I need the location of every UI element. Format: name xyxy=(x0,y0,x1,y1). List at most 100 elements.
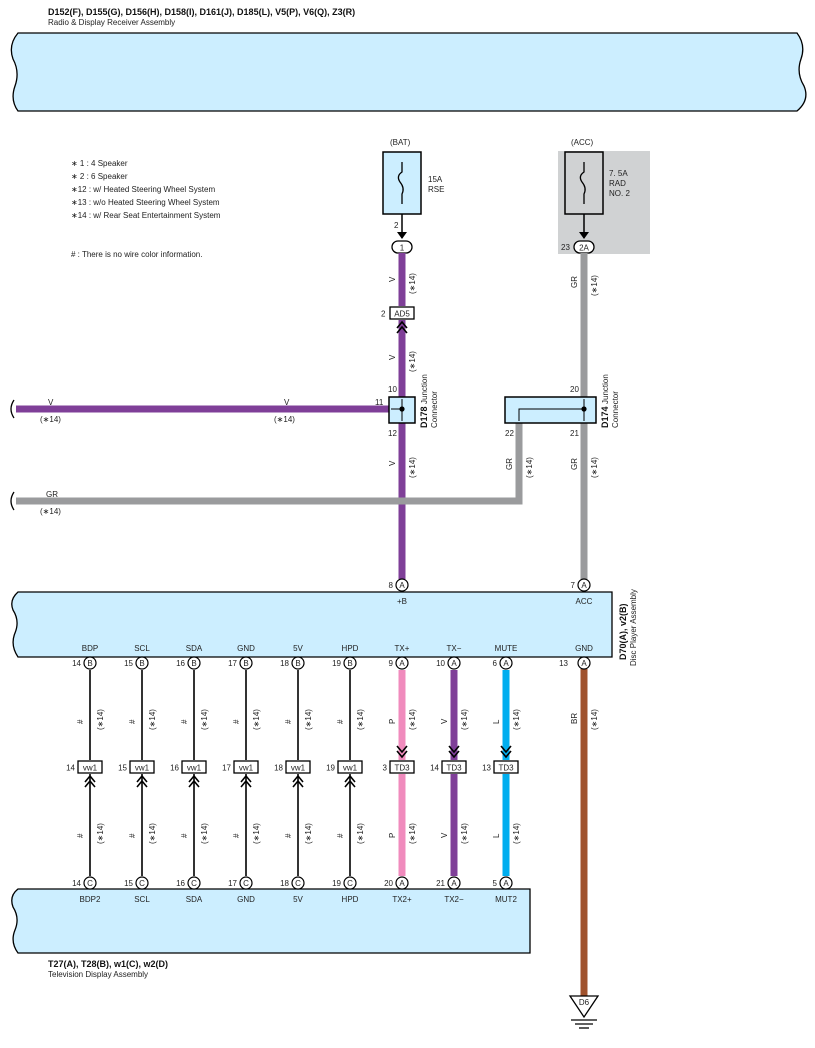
connector-letter: B xyxy=(191,659,196,668)
fuse-bat-box xyxy=(382,151,422,215)
inline-connector-label: vw1 xyxy=(83,764,98,773)
connector-letter: C xyxy=(191,879,197,888)
inline-connector-pin: 19 xyxy=(326,764,335,773)
inline-connector-label: vw1 xyxy=(239,764,254,773)
wire-label-v: V xyxy=(388,354,397,360)
d174-pin-20: 20 xyxy=(570,385,579,394)
terminal-label-top: 5V xyxy=(293,644,303,653)
inline-connector xyxy=(441,760,467,774)
connector-letter: B xyxy=(87,659,92,668)
fuse-acc-source: (ACC) xyxy=(571,138,594,147)
connector-terminal xyxy=(499,876,513,890)
wire-label-note: (∗14) xyxy=(96,709,105,730)
chevron-up-icon xyxy=(292,774,304,788)
connector-letter: A xyxy=(399,581,405,590)
inline-connector-pin: 15 xyxy=(118,764,127,773)
note-13: ∗13 : w/o Heated Steering Wheel System xyxy=(71,198,220,207)
d178-name-2: Connector xyxy=(430,391,439,428)
fuse-bat-rating: 15A xyxy=(428,175,443,184)
wire-label-note: (∗14) xyxy=(274,415,295,424)
terminal-label-top: BDP xyxy=(82,644,98,653)
wire-color-code: # xyxy=(232,833,241,838)
chevron-down-icon xyxy=(448,745,460,759)
chevron-up-icon xyxy=(84,774,96,788)
wire-color-code: # xyxy=(232,719,241,724)
inline-connector-pin: 16 xyxy=(170,764,179,773)
wire-color-code: V xyxy=(440,832,449,838)
connector-letter: A xyxy=(581,581,587,590)
terminal-label-top: TX+ xyxy=(395,644,410,653)
inline-connector-label: vw1 xyxy=(343,764,358,773)
connector-letter: A xyxy=(503,659,509,668)
d174-pin-21: 21 xyxy=(570,429,579,438)
connector-terminal xyxy=(135,656,149,670)
wire-label-note: (∗14) xyxy=(408,273,417,294)
connector-letter: C xyxy=(295,879,301,888)
note-2: ∗ 2 : 6 Speaker xyxy=(71,172,128,181)
fuse-acc-pin: 23 xyxy=(561,243,570,252)
wire-label-note: (∗14) xyxy=(590,709,599,730)
fuse-icon xyxy=(397,162,404,204)
wire-label-v: V xyxy=(284,398,290,407)
gnd-pin: 13 xyxy=(559,659,568,668)
connector-letter: A xyxy=(399,879,405,888)
radio-assembly-name: Radio & Display Receiver Assembly xyxy=(48,18,175,27)
wire-label-note: (∗14) xyxy=(525,457,534,478)
terminal-pin-bottom: 18 xyxy=(280,879,289,888)
ground-point-label: D6 xyxy=(579,998,590,1007)
inline-connector-pin: 14 xyxy=(66,764,75,773)
chevron-down-icon xyxy=(396,745,408,759)
connector-terminal xyxy=(343,876,357,890)
inline-connector xyxy=(285,760,311,774)
connector-terminal xyxy=(499,656,513,670)
wire-label-note: (∗14) xyxy=(200,823,209,844)
wire-label-note: (∗14) xyxy=(356,709,365,730)
wire-label-note: (∗14) xyxy=(40,415,61,424)
inline-connector xyxy=(129,760,155,774)
disc-player-codes: D70(A), v2(B) xyxy=(618,603,628,660)
fuse-acc-name: RAD xyxy=(609,179,626,188)
inline-connector-pin: 3 xyxy=(383,764,388,773)
connector-letter: B xyxy=(295,659,300,668)
inline-connector xyxy=(181,760,207,774)
fuse-bat-source: (BAT) xyxy=(390,138,411,147)
terminal-pin-bottom: 16 xyxy=(176,879,185,888)
power-pin-label: ACC xyxy=(576,597,593,606)
wire-label-v: V xyxy=(388,276,397,282)
wire-color-code: # xyxy=(76,719,85,724)
wire-label-note: (∗14) xyxy=(252,709,261,730)
d178-name-1: Junction xyxy=(420,374,429,404)
inline-connector-label: vw1 xyxy=(135,764,150,773)
wire-label-note: (∗14) xyxy=(252,823,261,844)
wire-label-note: (∗14) xyxy=(408,457,417,478)
connector-letter: A xyxy=(503,879,509,888)
wire-label-note: (∗14) xyxy=(408,823,417,844)
wire-end-icon xyxy=(10,491,15,511)
connector-terminal xyxy=(447,876,461,890)
connector-letter: A xyxy=(451,659,457,668)
wire-label-note: (∗14) xyxy=(460,823,469,844)
connector-terminal xyxy=(447,656,461,670)
connector-terminal xyxy=(187,876,201,890)
connector-terminal xyxy=(395,876,409,890)
wire-label-gr: GR xyxy=(505,458,514,470)
connector-acc-label: 2A xyxy=(579,244,589,253)
inline-connector-pin: 18 xyxy=(274,764,283,773)
terminal-pin-top: 10 xyxy=(436,659,445,668)
terminal-pin-top: 14 xyxy=(72,659,81,668)
wire-label-note: (∗14) xyxy=(460,709,469,730)
d178-pin-11: 11 xyxy=(375,398,384,407)
disc-player-box xyxy=(11,591,613,658)
wire-color-code: # xyxy=(180,833,189,838)
wire-label-note: (∗14) xyxy=(408,351,417,372)
wire-label-v: V xyxy=(48,398,54,407)
d174-code: D174 xyxy=(600,406,610,428)
wire-label-br: BR xyxy=(570,713,579,724)
ground-icon xyxy=(568,995,600,1019)
inline-connector-pin: 14 xyxy=(430,764,439,773)
terminal-pin-top: 6 xyxy=(493,659,498,668)
wire-color-code: V xyxy=(440,718,449,724)
inline-connector xyxy=(389,760,415,774)
connector-letter: C xyxy=(243,879,249,888)
